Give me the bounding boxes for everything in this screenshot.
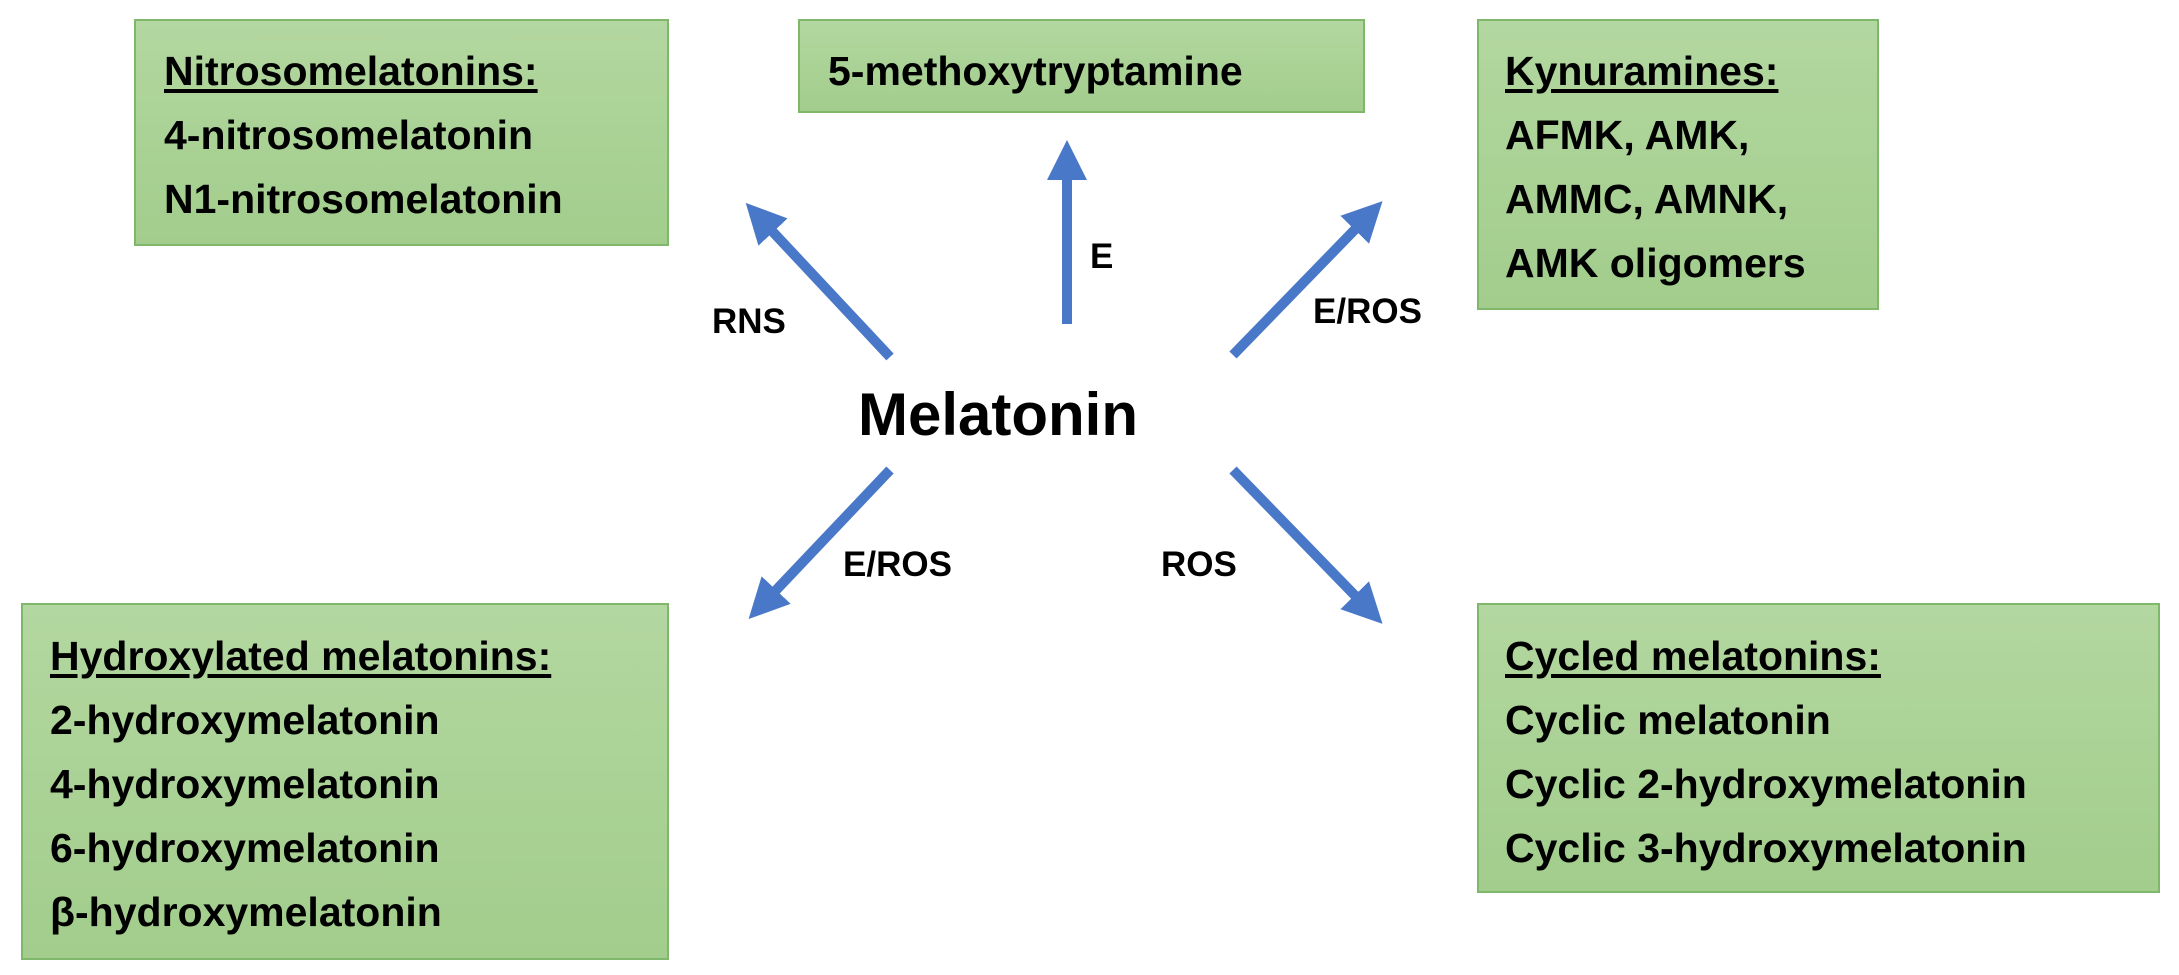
cycled-melatonins-item: Cyclic 2-hydroxymelatonin bbox=[1505, 761, 2027, 807]
hydroxylated-melatonins-item: 2-hydroxymelatonin bbox=[50, 697, 440, 743]
cycled-melatonins-item: Cyclic melatonin bbox=[1505, 697, 1831, 743]
nitrosomelatonins-item: 4-nitrosomelatonin bbox=[164, 112, 534, 158]
kynuramines-box: Kynuramines: AFMK, AMK, AMMC, AMNK, AMK … bbox=[1477, 19, 1879, 310]
arrow-label-eros-bottom-left: E/ROS bbox=[843, 545, 952, 584]
kynuramines-item: AFMK, AMK, bbox=[1505, 112, 1750, 158]
nitrosomelatonins-box: Nitrosomelatonins: 4-nitrosomelatonin N1… bbox=[134, 19, 669, 246]
kynuramines-item: AMMC, AMNK, bbox=[1505, 176, 1789, 222]
arrow-rns bbox=[745, 202, 894, 361]
cycled-melatonins-item: Cyclic 3-hydroxymelatonin bbox=[1505, 825, 2027, 871]
hydroxylated-melatonins-box: Hydroxylated melatonins: 2-hydroxymelato… bbox=[21, 603, 669, 960]
arrow-label-eros-top-right: E/ROS bbox=[1313, 292, 1422, 331]
nitrosomelatonins-title: Nitrosomelatonins: bbox=[164, 48, 538, 94]
methoxytryptamine-title: 5-methoxytryptamine bbox=[828, 48, 1243, 94]
hydroxylated-melatonins-item: 6-hydroxymelatonin bbox=[50, 825, 440, 871]
arrow-label-ros: ROS bbox=[1161, 545, 1237, 584]
kynuramines-item: AMK oligomers bbox=[1505, 240, 1806, 286]
arrow-eros-bottom-left bbox=[748, 466, 894, 620]
arrow-label-rns: RNS bbox=[712, 302, 786, 341]
cycled-melatonins-title: Cycled melatonins: bbox=[1505, 633, 1881, 679]
arrow-label-e: E bbox=[1090, 237, 1114, 276]
hydroxylated-melatonins-item: 4-hydroxymelatonin bbox=[50, 761, 440, 807]
arrow-ros bbox=[1229, 466, 1383, 624]
cycled-melatonins-box: Cycled melatonins: Cyclic melatonin Cycl… bbox=[1477, 603, 2160, 893]
arrow-eros-top-right bbox=[1229, 201, 1383, 359]
melatonin-label: Melatonin bbox=[858, 381, 1138, 448]
hydroxylated-melatonins-title: Hydroxylated melatonins: bbox=[50, 633, 552, 679]
hydroxylated-melatonins-item: β-hydroxymelatonin bbox=[50, 889, 442, 935]
methoxytryptamine-box: 5-methoxytryptamine bbox=[798, 19, 1365, 113]
nitrosomelatonins-item: N1-nitrosomelatonin bbox=[164, 176, 563, 222]
kynuramines-title: Kynuramines: bbox=[1505, 48, 1779, 94]
